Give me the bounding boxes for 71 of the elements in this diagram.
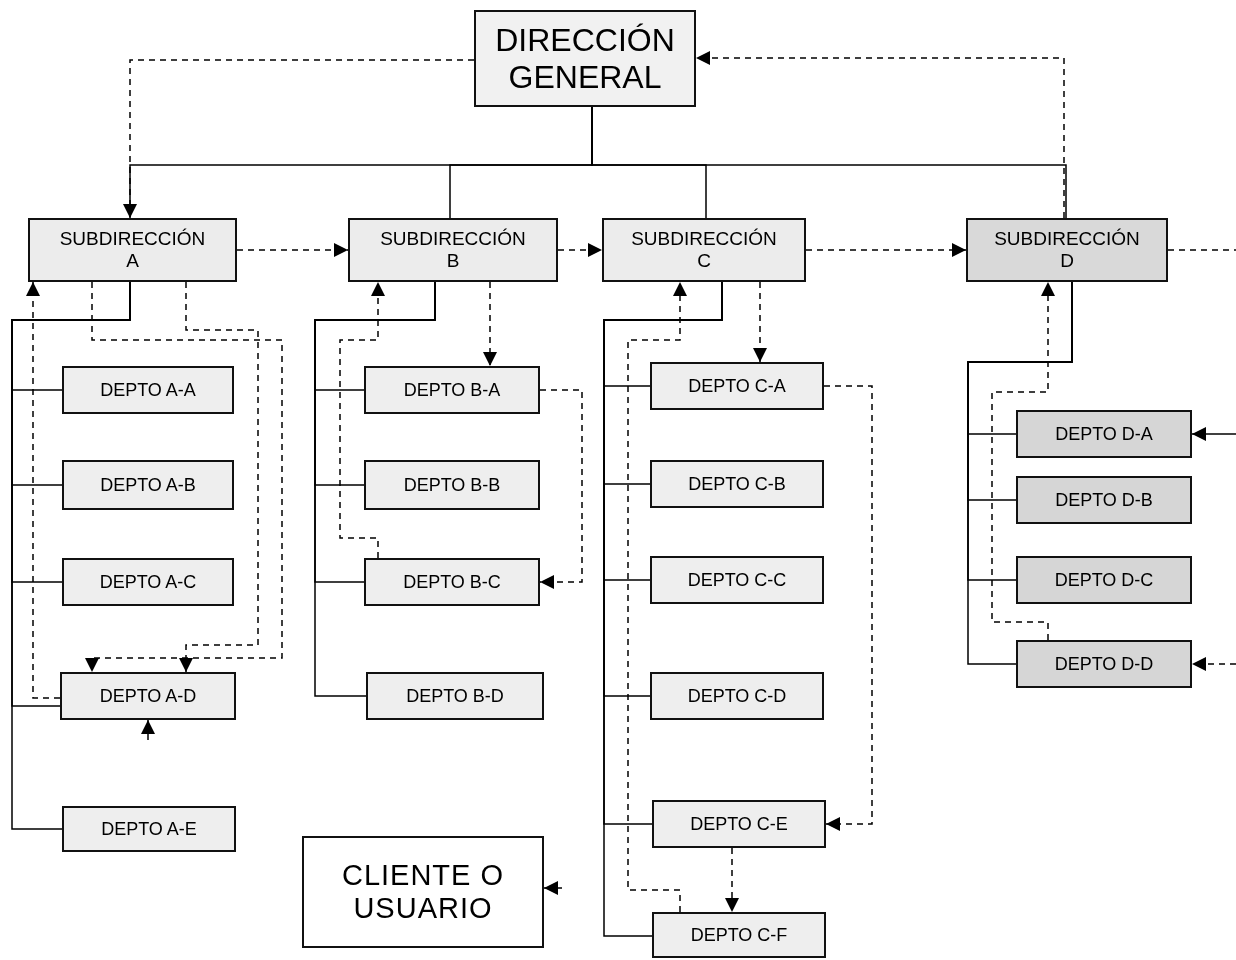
arrow [991,281,1055,641]
box-label: DEPTO A-B [100,474,196,496]
box-label: DEPTO C-B [688,473,786,495]
connector-line [1167,249,1236,251]
department-box [62,806,236,852]
arrow [725,847,739,913]
box-label: DEPTO C-C [687,569,787,591]
department-box [366,672,544,720]
department-box [650,672,824,720]
department-box [650,460,824,508]
arrow [123,59,475,219]
box-label: SUBDIRECCIÓN B [379,228,527,272]
box-label: DEPTO D-C [1054,569,1154,591]
department-box [652,912,826,958]
box-label: SUBDIRECCIÓN D [993,228,1141,272]
box-label: DEPTO B-B [403,474,501,496]
department-box [1016,556,1192,604]
arrow [753,281,767,363]
box-label: DEPTO D-D [1054,653,1154,675]
department-box [966,218,1168,282]
department-box [348,218,558,282]
department-box [650,362,824,410]
box-label: DEPTO B-A [403,379,501,401]
department-box [650,556,824,604]
arrow [236,243,349,257]
box-label: DEPTO C-E [690,813,788,835]
box-label: DEPTO A-E [101,818,197,840]
department-box [474,10,696,107]
arrow [539,389,583,589]
arrow [141,719,155,741]
arrow [339,281,385,559]
department-box [1016,410,1192,458]
box-label: DEPTO C-D [687,685,787,707]
box-label: DEPTO A-C [99,571,197,593]
box-label: SUBDIRECCIÓN A [58,228,207,272]
box-label: DEPTO B-D [406,685,504,707]
arrow [557,243,603,257]
department-box [364,558,540,606]
department-box [62,558,234,606]
arrow [26,281,61,699]
box-label: DEPTO D-B [1055,489,1153,511]
box-label: DEPTO A-D [99,685,197,707]
box-label: CLIENTE O USUARIO [341,858,505,926]
arrow [695,51,1065,219]
box-label: DEPTO B-C [403,571,501,593]
department-box [1016,640,1192,688]
arrow [85,281,283,673]
department-box [62,366,234,414]
department-box [60,672,236,720]
department-box [62,460,234,510]
box-label: DEPTO C-A [688,375,786,397]
department-box [1016,476,1192,524]
arrow [179,281,259,673]
department-box [28,218,237,282]
department-box [364,366,540,414]
box-label: DEPTO A-A [100,379,196,401]
department-box [602,218,806,282]
arrow [627,281,687,913]
arrow [1191,427,1236,441]
arrow [543,881,563,895]
client-box [302,836,544,948]
arrow [823,385,873,831]
box-label: DEPTO D-A [1055,423,1153,445]
arrow [483,281,497,367]
box-label: SUBDIRECCIÓN C [630,228,778,272]
box-label: DIRECCIÓN GENERAL [494,21,676,96]
box-label: DEPTO C-F [690,924,788,946]
department-box [652,800,826,848]
arrow [805,243,967,257]
arrow [1191,657,1236,671]
department-box [364,460,540,510]
